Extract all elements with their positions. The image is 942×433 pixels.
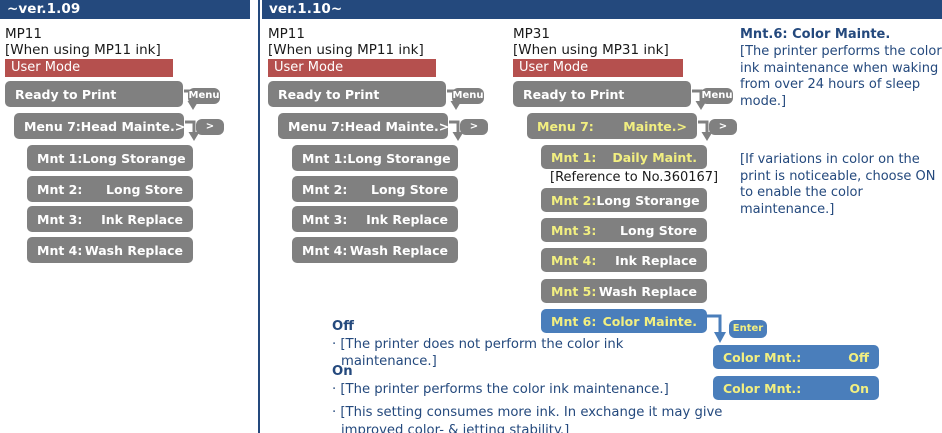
explain-on-title: On <box>332 364 353 379</box>
col2-item-3-value: Ink Replace <box>366 211 448 227</box>
version-header-right: ver.1.10~ <box>262 0 942 19</box>
col1-item-2[interactable]: Mnt 2: Long Store <box>27 176 193 202</box>
col2-menu-row[interactable]: Menu 7: Head Mainte.> <box>278 113 450 139</box>
col2-item-4-value: Wash Replace <box>349 242 448 258</box>
col3-item-3-value: Long Store <box>620 222 697 238</box>
col1-menu-row-label: Menu 7: <box>24 118 81 134</box>
explain-on-line-1: · [The printer performs the color ink ma… <box>332 381 669 397</box>
col2-ink-note: [When using MP11 ink] <box>268 42 424 58</box>
col3-item-daily-value: Daily Maint. <box>612 149 697 165</box>
col2-item-3[interactable]: Mnt 3: Ink Replace <box>292 206 458 232</box>
col3-ready-row[interactable]: Ready to Print <box>513 81 691 107</box>
col2-menu-row-value: Head Mainte.> <box>344 118 450 134</box>
col2-ready-row[interactable]: Ready to Print <box>268 81 446 107</box>
col3-setting-off-value: Off <box>848 349 869 365</box>
col3-item-6-label: Mnt 6: <box>551 313 597 329</box>
col2-ready-label: Ready to Print <box>278 86 380 102</box>
col2-item-2[interactable]: Mnt 2: Long Store <box>292 176 458 202</box>
version-header-left: ~ver.1.09 <box>0 0 250 19</box>
col1-item-3-value: Ink Replace <box>101 211 183 227</box>
col3-setting-on[interactable]: Color Mnt.: On <box>713 376 879 400</box>
col3-setting-off[interactable]: Color Mnt.: Off <box>713 345 879 369</box>
col3-user-mode-banner: User Mode <box>513 59 683 77</box>
col1-menu-key[interactable]: Menu <box>188 88 220 104</box>
explain-off-block: Off · [The printer does not perform the … <box>332 318 712 371</box>
col3-item-daily[interactable]: Mnt 1: Daily Maint. <box>541 145 707 169</box>
col1-user-mode-banner: User Mode <box>5 59 173 77</box>
side-note-paragraph-2: [If variations in color on the print is … <box>740 152 936 217</box>
col1-item-1-value: Long Storange <box>82 150 186 166</box>
col2-item-1-value: Long Storange <box>347 150 451 166</box>
col1-item-2-label: Mnt 2: <box>37 181 83 197</box>
col3-item-5-value: Wash Replace <box>598 283 697 299</box>
col3-item-6-value: Color Mainte. <box>602 313 697 329</box>
column-divider <box>258 0 260 433</box>
col1-model-label: MP11 <box>5 26 42 42</box>
explain-on-line-2: · [This setting consumes more ink. In ex… <box>332 405 723 433</box>
col3-item-5[interactable]: Mnt 5: Wash Replace <box>541 279 707 303</box>
col3-item-5-label: Mnt 5: <box>551 283 597 299</box>
col1-menu-row[interactable]: Menu 7: Head Mainte.> <box>14 113 186 139</box>
col1-item-1-label: Mnt 1: <box>37 150 83 166</box>
col3-item-4[interactable]: Mnt 4: Ink Replace <box>541 248 707 272</box>
col3-reference-note: [Reference to No.360167] <box>550 170 719 185</box>
col3-item-3-label: Mnt 3: <box>551 222 597 238</box>
col2-menu-row-label: Menu 7: <box>288 118 345 134</box>
col2-item-2-label: Mnt 2: <box>302 181 348 197</box>
col3-menu-row-label: Menu 7: <box>537 118 594 134</box>
col2-item-4-label: Mnt 4: <box>302 242 348 258</box>
col1-item-3-label: Mnt 3: <box>37 211 83 227</box>
col2-item-3-label: Mnt 3: <box>302 211 348 227</box>
explain-off-title: Off <box>332 319 354 334</box>
col1-item-2-value: Long Store <box>106 181 183 197</box>
col1-item-4-label: Mnt 4: <box>37 242 83 258</box>
col1-item-4[interactable]: Mnt 4: Wash Replace <box>27 237 193 263</box>
col2-next-key[interactable]: > <box>460 119 488 135</box>
col3-item-daily-label: Mnt 1: <box>551 149 597 165</box>
col3-enter-key[interactable]: Enter <box>729 320 767 338</box>
explain-off-line-1: · [The printer does not perform the colo… <box>332 336 624 370</box>
explain-on-block: On · [The printer performs the color ink… <box>332 363 722 398</box>
col2-menu-key[interactable]: Menu <box>452 88 484 104</box>
col3-setting-on-value: On <box>849 380 869 396</box>
col3-item-2-value: Long Storange <box>596 192 700 208</box>
col3-setting-on-label: Color Mnt.: <box>723 380 802 396</box>
col3-item-2[interactable]: Mnt 2: Long Storange <box>541 188 707 212</box>
col1-item-3[interactable]: Mnt 3: Ink Replace <box>27 206 193 232</box>
col3-arrow-enter <box>705 313 731 345</box>
col3-item-2-label: Mnt 2: <box>551 192 597 208</box>
col3-item-4-label: Mnt 4: <box>551 252 597 268</box>
side-note-paragraph-1: [The printer performs the color ink main… <box>740 44 942 109</box>
col1-ready-label: Ready to Print <box>15 86 117 102</box>
col1-next-key[interactable]: > <box>196 119 224 135</box>
col2-item-2-value: Long Store <box>371 181 448 197</box>
col1-item-4-value: Wash Replace <box>84 242 183 258</box>
col1-item-1[interactable]: Mnt 1: Long Storange <box>27 145 193 171</box>
col3-model-label: MP31 <box>513 26 550 42</box>
col1-arrow-next <box>183 119 205 143</box>
col2-item-1[interactable]: Mnt 1: Long Storange <box>292 145 458 171</box>
side-note-title: Mnt.6: Color Mainte. <box>740 27 891 42</box>
col2-model-label: MP11 <box>268 26 305 42</box>
explain-on-block-2: · [This setting consumes more ink. In ex… <box>332 404 724 433</box>
col3-item-6-selected[interactable]: Mnt 6: Color Mainte. <box>541 309 707 333</box>
col3-setting-off-label: Color Mnt.: <box>723 349 802 365</box>
col3-next-key[interactable]: > <box>709 119 737 135</box>
col3-menu-row[interactable]: Menu 7: Mainte.> <box>527 113 697 139</box>
col3-ready-label: Ready to Print <box>523 86 625 102</box>
col2-user-mode-banner: User Mode <box>268 59 436 77</box>
col1-ready-row[interactable]: Ready to Print <box>5 81 183 107</box>
col2-arrow-next <box>447 119 469 143</box>
col3-item-4-value: Ink Replace <box>615 252 697 268</box>
col1-ink-note: [When using MP11 ink] <box>5 42 161 58</box>
col2-item-1-label: Mnt 1: <box>302 150 348 166</box>
col2-item-4[interactable]: Mnt 4: Wash Replace <box>292 237 458 263</box>
col3-menu-key[interactable]: Menu <box>701 88 733 104</box>
col3-arrow-next <box>696 119 718 143</box>
col3-ink-note: [When using MP31 ink] <box>513 42 669 58</box>
col3-item-3[interactable]: Mnt 3: Long Store <box>541 218 707 242</box>
col1-menu-row-value: Head Mainte.> <box>80 118 186 134</box>
col3-menu-row-value: Mainte.> <box>623 118 687 134</box>
